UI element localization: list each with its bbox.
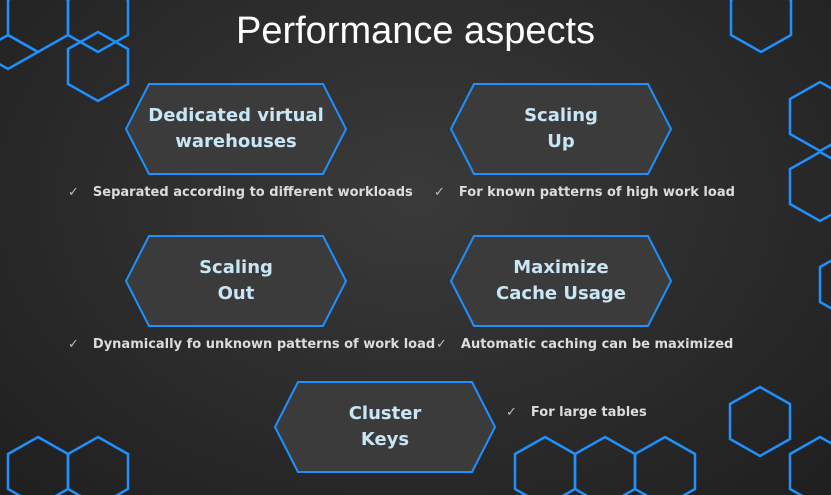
check-icon: ✓ [68,337,79,352]
check-icon: ✓ [68,185,79,200]
hexagon-outline [788,435,831,495]
check-icon: ✓ [506,405,517,420]
hexagon-outline [66,435,130,495]
card-scaling-out: Scaling Out [125,235,347,327]
bullet-text: Dynamically fo unknown patterns of work … [92,337,436,352]
hexagon-outline [0,33,41,71]
card-dedicated-virtual-warehouses: Dedicated virtual warehouses [125,83,347,175]
hexagon-outline [66,30,130,103]
hexagon-shape [125,83,347,175]
card-maximize-cache-usage: Maximize Cache Usage [450,235,672,327]
bullet-item: ✓ For large tables [506,405,647,420]
card-label: Cluster Keys [348,403,422,450]
bullet-item: ✓ Automatic caching can be maximized [436,337,733,352]
card-label: Dedicated virtual warehouses [148,105,324,152]
card-label: Scaling Up [524,105,598,152]
page-title: Performance aspects [235,10,596,52]
card-scaling-up: Scaling Up [450,83,672,175]
hexagon-outline [513,435,577,495]
bullet-item: ✓ Separated according to different worklo… [68,185,413,200]
hexagon-outline [573,435,637,495]
bullet-text: Automatic caching can be maximized [460,337,734,352]
card-label: Scaling Out [199,257,273,304]
card-cluster-keys: Cluster Keys [274,381,496,473]
hexagon-shape [450,83,672,175]
bullet-text: For known patterns of high work load [458,185,735,200]
bullet-item: ✓ For known patterns of high work load [434,185,735,200]
hexagon-shape [274,381,496,473]
check-icon: ✓ [436,337,447,352]
check-icon: ✓ [434,185,445,200]
hexagon-outline [818,259,831,310]
hexagon-outline [728,385,792,458]
hexagon-shape [125,235,347,327]
hexagon-outline [633,435,697,495]
hexagon-outline [788,80,831,153]
bullet-item: ✓ Dynamically fo unknown patterns of work… [68,337,435,352]
bullet-text: For large tables [530,405,647,420]
hexagon-outline [66,0,130,54]
card-label: Maximize Cache Usage [496,257,626,304]
hexagon-outline [788,150,831,223]
hexagon-shape [450,235,672,327]
hexagon-outline [6,435,70,495]
bullet-text: Separated according to different workloa… [92,185,413,200]
hexagon-outline [729,0,793,54]
